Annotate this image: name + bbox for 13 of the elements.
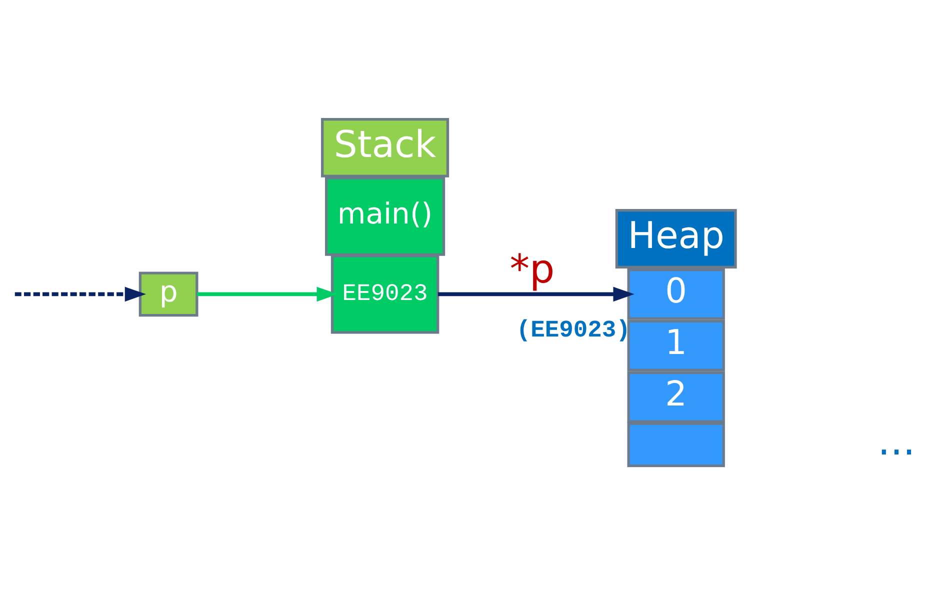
node-box: 0 [627, 268, 725, 320]
node-box [627, 422, 725, 468]
node-box: main() [324, 176, 446, 256]
arrow [14, 286, 146, 302]
node-box: 1 [627, 320, 725, 372]
edge-label: *p [510, 246, 555, 292]
arrow [438, 286, 634, 302]
node-box: Stack [321, 118, 450, 178]
node-box: EE9023 [330, 254, 440, 334]
label: ... [878, 418, 916, 465]
node-box: Heap [615, 209, 737, 268]
node-box: p [138, 272, 198, 317]
node-box: 2 [627, 371, 725, 423]
